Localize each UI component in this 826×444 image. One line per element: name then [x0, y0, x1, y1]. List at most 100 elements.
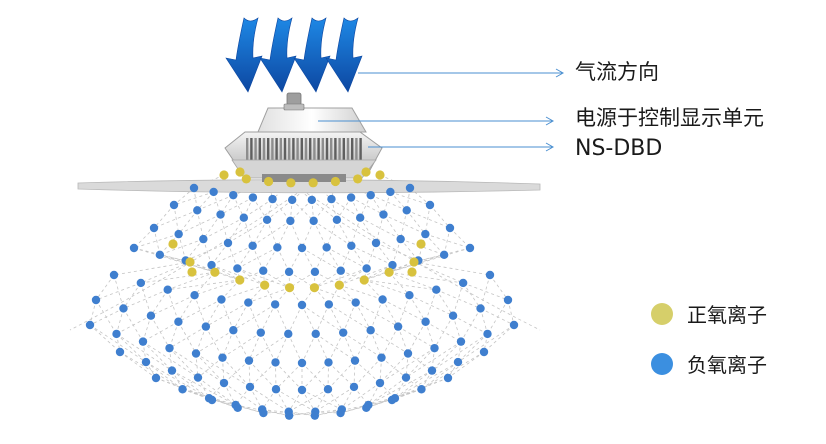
net-line	[178, 210, 198, 235]
negative-ion-dot	[387, 395, 397, 405]
grille-fin	[359, 138, 362, 168]
positive-ion-dot	[309, 283, 320, 293]
negative-ion-dot	[323, 385, 333, 394]
net-line	[326, 247, 367, 269]
negative-ion-dot	[223, 238, 233, 248]
net-line	[406, 210, 426, 235]
net-line	[353, 360, 356, 387]
negative-ion-dot	[216, 210, 225, 219]
net-line	[301, 389, 342, 410]
leader-arrow-icon	[555, 68, 565, 78]
negative-ion-dot	[465, 243, 475, 253]
negative-ion-dot	[430, 343, 439, 353]
negative-ion-dot	[485, 270, 495, 280]
negative-ion-dot	[112, 329, 121, 339]
net-line	[397, 326, 435, 349]
net-line	[150, 294, 195, 317]
net-line	[413, 261, 464, 284]
negative-ion-dot	[417, 385, 426, 394]
negative-ion-dot	[405, 183, 415, 193]
net-line	[275, 362, 277, 390]
net-line	[301, 333, 317, 364]
net-line	[314, 247, 328, 273]
negative-ion-dot	[217, 295, 226, 304]
label-device: NS-DBD	[575, 136, 663, 161]
negative-ion-dot	[347, 241, 356, 250]
net-line	[288, 389, 303, 412]
net-line	[169, 326, 207, 349]
negative-ion-dot	[336, 408, 345, 418]
net-line	[350, 197, 384, 215]
net-line	[366, 388, 422, 409]
net-line	[249, 386, 263, 410]
positive-ion-dot	[210, 267, 220, 277]
negative-ion-dot	[405, 291, 414, 300]
negative-ion-dot	[136, 278, 146, 288]
net-line	[133, 227, 155, 249]
airflow-arrows	[225, 17, 363, 93]
net-line	[290, 199, 313, 222]
net-line	[173, 187, 195, 206]
net-line	[222, 357, 251, 388]
positive-ion-dot	[235, 167, 245, 177]
net-line	[287, 333, 303, 364]
negative-ion-dot	[284, 267, 294, 277]
net-line	[405, 341, 462, 378]
net-line	[336, 219, 377, 244]
net-line	[327, 360, 356, 390]
grille-fin	[330, 138, 333, 168]
net-line	[370, 330, 382, 358]
net-line	[314, 409, 342, 417]
negative-ion-dot	[239, 213, 249, 222]
grille-fin	[279, 138, 282, 168]
net-line	[413, 261, 491, 276]
net-line	[480, 308, 488, 335]
net-line	[211, 264, 240, 281]
net-line	[222, 330, 234, 358]
negative-ion-dot	[476, 304, 485, 313]
net-line	[159, 238, 204, 256]
net-line	[221, 284, 265, 300]
negative-ion-dot	[366, 326, 375, 335]
net-line	[116, 333, 173, 371]
net-line	[133, 233, 179, 249]
net-line	[354, 330, 372, 361]
negative-ion-dot	[262, 215, 272, 225]
grille-fin	[346, 138, 350, 168]
net-line	[421, 351, 485, 390]
net-line	[113, 261, 191, 276]
net-line	[171, 370, 236, 406]
net-line	[328, 304, 371, 331]
net-line	[153, 227, 161, 255]
net-line	[425, 321, 435, 349]
net-line	[194, 279, 240, 296]
net-line	[379, 357, 382, 384]
negative-ion-dot	[115, 347, 125, 357]
negative-ion-dot	[439, 250, 449, 260]
negative-ion-dot	[174, 317, 183, 326]
net-line	[381, 357, 407, 378]
negative-ion-dot	[351, 298, 360, 307]
net-line	[336, 197, 352, 221]
net-line	[195, 329, 234, 354]
net-line	[413, 247, 471, 263]
net-line	[351, 245, 393, 266]
net-line	[275, 333, 289, 363]
net-line	[314, 270, 341, 289]
negative-ion-dot	[268, 194, 277, 204]
connector-base	[283, 103, 305, 111]
negative-ion-dot	[191, 349, 201, 358]
net-line	[252, 220, 291, 247]
negative-ion-dot	[218, 353, 227, 362]
negative-ion-dot	[427, 366, 437, 375]
net-line	[314, 389, 329, 412]
negative-ion-dot	[209, 187, 218, 197]
net-line	[425, 233, 471, 249]
net-line	[153, 209, 198, 229]
negative-ion-dot	[244, 298, 253, 307]
net-line	[169, 321, 179, 349]
net-line	[142, 315, 152, 342]
net-line	[173, 191, 214, 206]
positive-ion-dot	[260, 280, 270, 290]
